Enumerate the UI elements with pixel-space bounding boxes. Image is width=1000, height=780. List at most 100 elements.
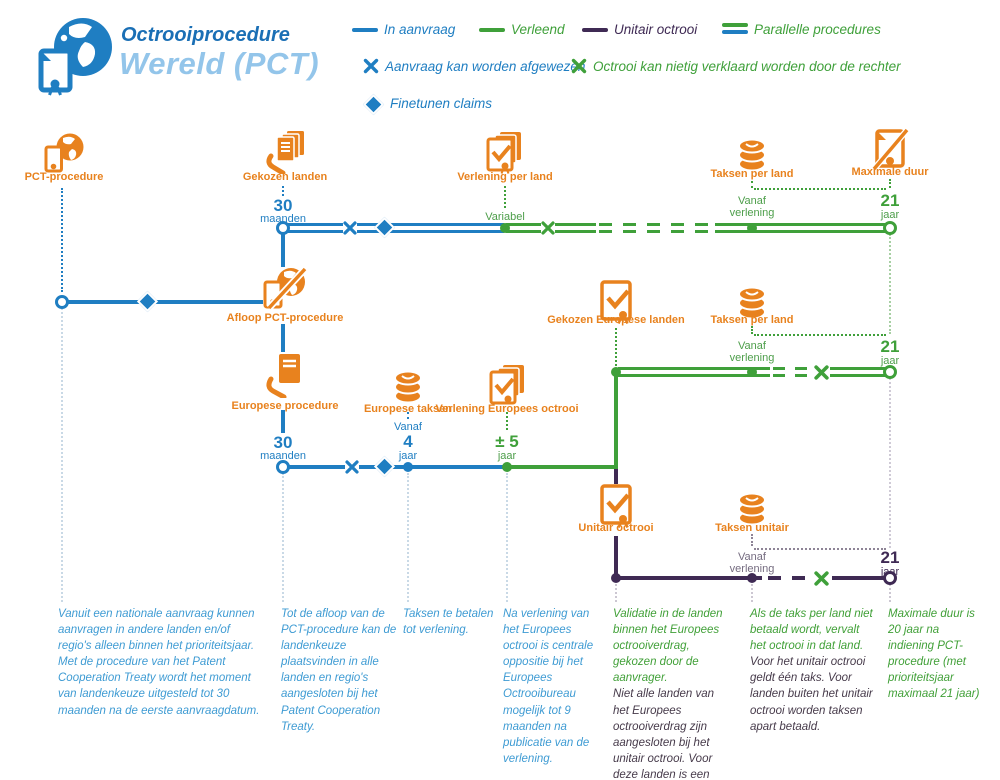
connector-taksen-maxduur-row3 bbox=[754, 548, 886, 550]
connector-taksen-maxduur-row1 bbox=[754, 188, 886, 190]
coins-icon bbox=[738, 286, 766, 320]
timeline-vertical-purple-split-down-b bbox=[614, 536, 618, 576]
point-21-jaar-num-row3: 21 bbox=[880, 548, 900, 567]
footnote-col5-dark: Niet alle landen van het Europees octroo… bbox=[613, 688, 715, 780]
verlening-text: verlening bbox=[729, 207, 775, 220]
timeline-vertical-row1-afloop bbox=[281, 233, 285, 267]
document-check-icon bbox=[600, 484, 632, 529]
end-circle-row1 bbox=[883, 221, 897, 235]
end-circle-row3 bbox=[883, 571, 897, 585]
vanaf-text: Vanaf bbox=[738, 340, 766, 352]
vanaf-text: Vanaf bbox=[738, 195, 766, 207]
timeline-row1-blue bbox=[288, 223, 504, 233]
legend-line-unitair-octrooi bbox=[582, 28, 608, 32]
connector-footnote-5 bbox=[615, 584, 617, 602]
point-21-jaar-unit-row1: jaar bbox=[880, 209, 900, 221]
point-21-jaar-num-row1: 21 bbox=[880, 191, 900, 210]
legend-label-nietig: Octrooi kan nietig verklaard worden door… bbox=[593, 59, 901, 74]
page-title-top: Octrooiprocedure bbox=[121, 24, 290, 46]
x-mark-blue-icon bbox=[363, 58, 379, 74]
point-21-jaar-num-row2: 21 bbox=[880, 337, 900, 356]
connector-gekozen-europese bbox=[615, 328, 617, 366]
footnote-col5: Validatie in de landen binnen het Europe… bbox=[613, 606, 733, 780]
point-pm5-num: ± 5 bbox=[495, 432, 519, 451]
node-label-maximale-duur: Maximale duur bbox=[851, 166, 929, 178]
event-dot-unitair-start bbox=[611, 573, 621, 583]
footnote-col3-text: Taksen te betalen tot verlening. bbox=[403, 608, 494, 637]
hand-document-icon bbox=[266, 354, 300, 398]
connector-footnote-3 bbox=[407, 473, 409, 602]
connector-pct-label bbox=[61, 188, 63, 292]
globe-document-logo-icon bbox=[38, 18, 112, 96]
node-label-gekozen-landen: Gekozen landen bbox=[242, 171, 328, 183]
event-dot-europese-taksen bbox=[403, 462, 413, 472]
timeline-row2-green-dashed bbox=[773, 367, 813, 377]
connector-maxduur-down-row2 bbox=[889, 234, 891, 334]
hand-documents-icon bbox=[266, 131, 304, 174]
footnote-col7: Maximale duur is 20 jaar na indiening PC… bbox=[888, 606, 982, 703]
node-label-taksen-per-land-2: Taksen per land bbox=[710, 314, 794, 326]
footnote-col2-text: Tot de afloop van de PCT-procedure kan d… bbox=[281, 608, 397, 733]
legend-line-parallel-top bbox=[722, 23, 748, 27]
timeline-row3-purple-dashed bbox=[768, 576, 810, 580]
footnote-col6: Als de taks per land niet betaald wordt,… bbox=[750, 606, 876, 735]
globe-document-slash-icon bbox=[263, 266, 308, 311]
event-dot-vanaf-verlening-row2 bbox=[747, 367, 757, 377]
event-dot-gekozen-europese bbox=[611, 367, 621, 377]
event-dot-vanaf-verlening-row1 bbox=[747, 223, 757, 233]
timeline-main-blue bbox=[67, 300, 263, 304]
point-vanaf-4-unit: jaar bbox=[398, 450, 418, 462]
connector-taksen-2 bbox=[751, 326, 753, 334]
timeline-vertical-afloop-europroc bbox=[281, 324, 285, 352]
connector-footnote-1 bbox=[61, 308, 63, 602]
document-slash-icon bbox=[871, 128, 910, 171]
legend-line-in-aanvraag bbox=[352, 28, 378, 32]
node-label-unitair-octrooi: Unitair octrooi bbox=[578, 522, 654, 534]
vanaf-text: Vanaf bbox=[738, 551, 766, 563]
x-mark-afgewezen-mid-icon bbox=[345, 460, 359, 474]
point-21-jaar-unit-row2: jaar bbox=[880, 355, 900, 367]
point-vanaf-4-pre: Vanaf bbox=[394, 421, 422, 433]
footnote-col4: Na verlening van het Europees octrooi is… bbox=[503, 606, 595, 767]
footnote-col6-green: Als de taks per land niet betaald wordt,… bbox=[750, 608, 873, 653]
connector-gekozen-landen bbox=[282, 186, 284, 196]
connector-verlening-europees bbox=[506, 412, 508, 430]
point-30-maanden-num-mid: 30 bbox=[273, 433, 293, 452]
x-mark-afgewezen-row1-icon bbox=[343, 221, 357, 235]
connector-europese-taksen bbox=[407, 412, 409, 419]
diamond-finetunen-main bbox=[136, 290, 159, 313]
footnote-col7-text: Maximale duur is 20 jaar na indiening PC… bbox=[888, 608, 980, 701]
timeline-row3-purple-a bbox=[618, 576, 762, 580]
footnote-col6-dark: Voor het unitair octrooi geldt één taks.… bbox=[750, 656, 873, 733]
timeline-vertical-europroc-30m bbox=[281, 410, 285, 433]
legend-label-finetunen: Finetunen claims bbox=[390, 96, 493, 111]
legend-label-parallelle-procedures: Parallelle procedures bbox=[754, 22, 881, 37]
verlening-text: verlening bbox=[729, 352, 775, 365]
timeline-mid-blue bbox=[288, 465, 505, 469]
connector-maximale-duur bbox=[889, 179, 891, 188]
node-label-afloop-pct: Afloop PCT-procedure bbox=[226, 312, 344, 324]
timeline-row2-green-b bbox=[830, 367, 887, 377]
node-label-verlening-europees: Verlening Europees octrooi bbox=[435, 403, 579, 415]
timeline-row1-green-b bbox=[715, 223, 887, 233]
coins-icon bbox=[738, 138, 766, 172]
node-label-pct-procedure: PCT-procedure bbox=[24, 171, 104, 183]
coins-icon bbox=[394, 370, 422, 404]
footnote-col1-text: Vanuit een nationale aanvraag kunnen aan… bbox=[58, 608, 260, 717]
point-vanaf-verlening-row2: Vanaf verlening bbox=[702, 340, 802, 364]
event-dot-variabel bbox=[500, 223, 510, 233]
legend-line-parallel-bottom bbox=[722, 30, 748, 34]
connector-taksen-maxduur-row2 bbox=[754, 334, 886, 336]
document-check-icon bbox=[600, 280, 632, 325]
legend-label-afgewezen: Aanvraag kan worden afgewezen bbox=[385, 59, 586, 74]
timeline-vertical-green-split-up bbox=[614, 374, 618, 465]
documents-check-icon bbox=[486, 132, 521, 174]
point-pm5-unit: jaar bbox=[497, 450, 517, 462]
footnote-col1: Vanuit een nationale aanvraag kunnen aan… bbox=[58, 606, 260, 719]
diamond-blue-icon bbox=[362, 93, 385, 116]
connector-maxduur-down-row3 bbox=[889, 378, 891, 548]
coins-icon bbox=[738, 492, 766, 526]
point-vanaf-4-num: 4 bbox=[403, 432, 413, 451]
connector-verlening-per-land bbox=[504, 186, 506, 208]
